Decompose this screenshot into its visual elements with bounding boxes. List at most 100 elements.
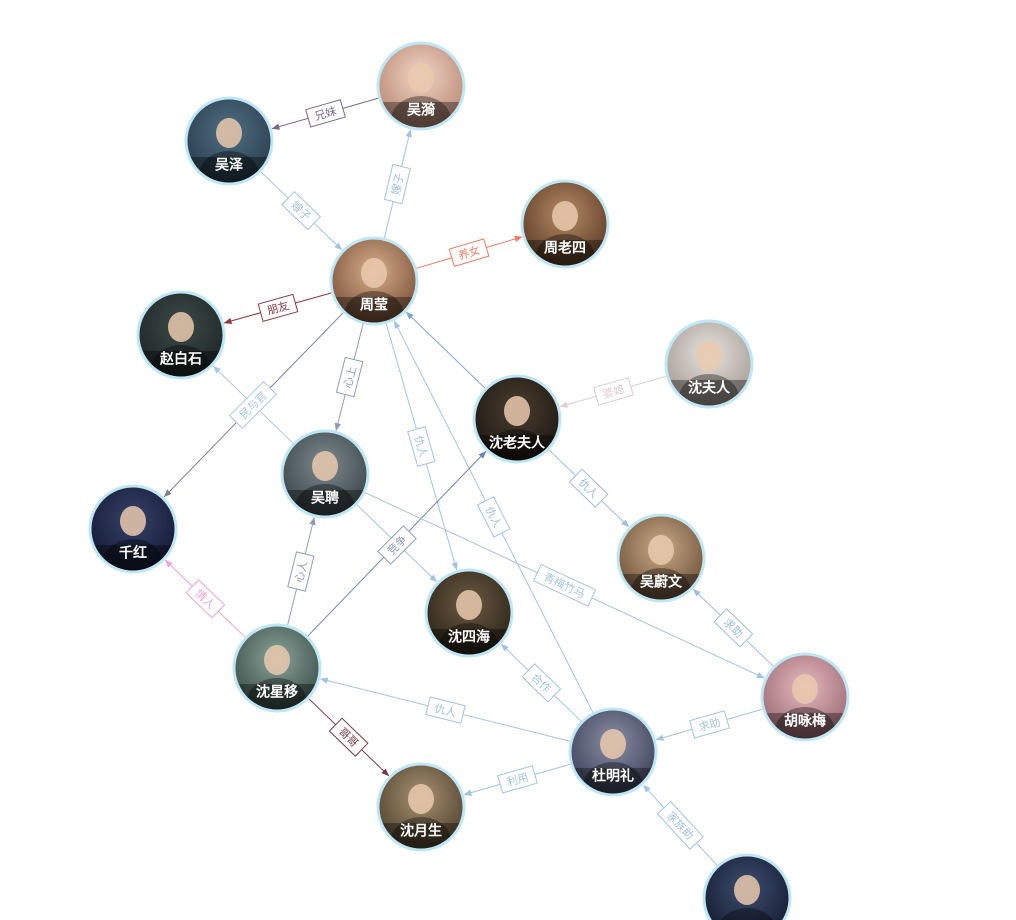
portrait-face	[600, 729, 626, 759]
portrait-body	[151, 345, 211, 377]
edge-label: 嫂子	[383, 163, 411, 205]
node-bottom[interactable]	[702, 853, 792, 920]
node-huyongmei[interactable]: 胡咏梅	[760, 652, 850, 755]
edge-label-box	[407, 426, 436, 467]
portrait-body	[679, 374, 739, 406]
edge-zhouying-shensihai[interactable]: 仇人	[385, 323, 458, 571]
portrait-face	[408, 63, 434, 93]
edge-zhouying-wuqi[interactable]: 嫂子	[383, 128, 412, 239]
node-name: 赵白石	[159, 350, 202, 367]
edge-label: 家族助	[656, 800, 704, 850]
edge-shenlaofuren-zhouying[interactable]	[405, 311, 486, 389]
portrait-face	[216, 118, 242, 148]
node-wuweiwen[interactable]: 吴蔚文	[616, 513, 706, 616]
node-name: 周莹	[360, 296, 388, 313]
portrait-face	[456, 590, 482, 620]
node-qianhong[interactable]: 千红	[88, 484, 178, 587]
node-shenfuren[interactable]: 沈夫人	[664, 319, 754, 422]
edge-label-text: 求助	[697, 715, 722, 735]
edge-label: 婆媳	[593, 377, 634, 406]
node-name: 胡咏梅	[784, 712, 826, 729]
edge-shenxingyi-wupin[interactable]: 心人	[287, 516, 316, 626]
junction-label-box	[377, 525, 417, 565]
edge-label: 心人	[287, 551, 315, 592]
node-shenyuesheng[interactable]: 沈月生	[376, 762, 466, 865]
edge-label-box	[425, 696, 466, 724]
node-name: 沈老夫人	[489, 434, 546, 451]
edge-label-text: 心上	[341, 365, 359, 390]
edge-label: 仇人	[476, 496, 511, 538]
portrait-body	[295, 484, 355, 516]
edge-dumingli-shensihai[interactable]: 合作	[500, 643, 582, 722]
avatar-ring	[329, 236, 419, 326]
portrait-body	[247, 678, 307, 710]
node-name: 周老四	[544, 239, 586, 256]
node-zhouying[interactable]: 周莹	[329, 236, 419, 339]
edge-bottom-dumingli[interactable]: 家族助	[642, 784, 718, 866]
node-shenlaofuren[interactable]: 沈老夫人	[472, 374, 562, 477]
portrait-face	[648, 535, 674, 565]
portrait-body	[535, 234, 595, 266]
portrait-face	[504, 396, 530, 426]
node-name: 吴泽	[215, 157, 243, 173]
portrait-body	[775, 707, 835, 739]
portrait-body	[344, 291, 404, 323]
avatar-ring	[664, 319, 754, 409]
junction-label: 竞争	[377, 525, 417, 565]
edge-zhouying-wupin[interactable]: 心上	[334, 323, 364, 432]
node-dumingli[interactable]: 杜明礼	[568, 707, 658, 810]
node-name: 杜明礼	[592, 767, 634, 784]
avatar-ring	[520, 179, 610, 269]
node-name: 吴聘	[311, 489, 339, 506]
avatar-ring	[88, 484, 178, 574]
node-wuze[interactable]: 吴泽	[184, 96, 274, 199]
edge-label: 兄妹	[305, 99, 346, 128]
edge-huyongmei-dumingli[interactable]: 求助	[655, 708, 763, 741]
node-wupin[interactable]: 吴聘	[280, 429, 370, 532]
edge-label: 仇人	[407, 426, 436, 467]
portrait-face	[312, 451, 338, 481]
edge-dumingli-shenxingyi[interactable]: 仇人	[319, 677, 571, 742]
edge-label-box	[383, 163, 411, 205]
edge-dumingli-zhouying[interactable]: 仇人	[393, 320, 594, 713]
edge-label: 利用	[497, 765, 538, 794]
edge-shenfuren-shenlaofuren[interactable]: 婆媳	[559, 375, 667, 408]
edge-wuze-zhouying[interactable]: 嫂子	[260, 171, 343, 251]
portrait-face	[696, 341, 722, 371]
edge-shenxingyi-qianhong[interactable]: 情人	[164, 559, 246, 638]
edge-label-box	[281, 190, 322, 231]
edge-label-text: 仇人	[433, 702, 457, 720]
edge-label: 青梅竹马	[532, 563, 597, 607]
portrait-body	[439, 623, 499, 655]
portrait-face	[264, 645, 290, 675]
edge-huyongmei-wuweiwen[interactable]: 求助	[692, 588, 774, 667]
edge-wuqi-wuze[interactable]: 兄妹	[271, 97, 379, 130]
edge-label-box	[656, 800, 704, 850]
edge-shenlaofuren-wuweiwen[interactable]: 仇人	[548, 449, 630, 528]
portrait-face	[168, 312, 194, 342]
avatar-ring	[702, 853, 792, 920]
portrait-body	[103, 539, 163, 571]
node-zhaobaishi[interactable]: 赵白石	[136, 290, 226, 393]
node-name: 千红	[119, 544, 147, 561]
portrait-body	[487, 429, 547, 461]
node-zhoulaosi[interactable]: 周老四	[520, 179, 610, 282]
edge-shenxingyi-shenyuesheng[interactable]: 哥哥	[308, 698, 390, 777]
avatar-ring	[184, 96, 274, 186]
edge-label: 情人	[185, 579, 226, 619]
edge-label-box	[593, 377, 634, 406]
edge-label: 朋友	[257, 293, 299, 322]
edge-label-text: 心人	[292, 559, 310, 583]
node-shenxingyi[interactable]: 沈星移	[232, 623, 322, 726]
edge-zhouying-zhoulaosi[interactable]: 养女	[416, 235, 523, 269]
edge-dumingli-shenyuesheng[interactable]: 利用	[463, 763, 571, 796]
edge-label-box	[521, 663, 562, 703]
edge-zhouying-zhaobaishi[interactable]: 朋友	[223, 292, 332, 325]
edge-label: 心上	[335, 356, 364, 398]
edge-wupin-huyongmei[interactable]: 青梅竹马	[364, 492, 765, 679]
node-shensihai[interactable]: 沈四海	[424, 568, 514, 671]
avatar-ring	[232, 623, 322, 713]
node-wuqi[interactable]: 吴漪	[376, 41, 466, 144]
node-name: 沈夫人	[688, 379, 731, 396]
portrait-face	[734, 875, 760, 905]
